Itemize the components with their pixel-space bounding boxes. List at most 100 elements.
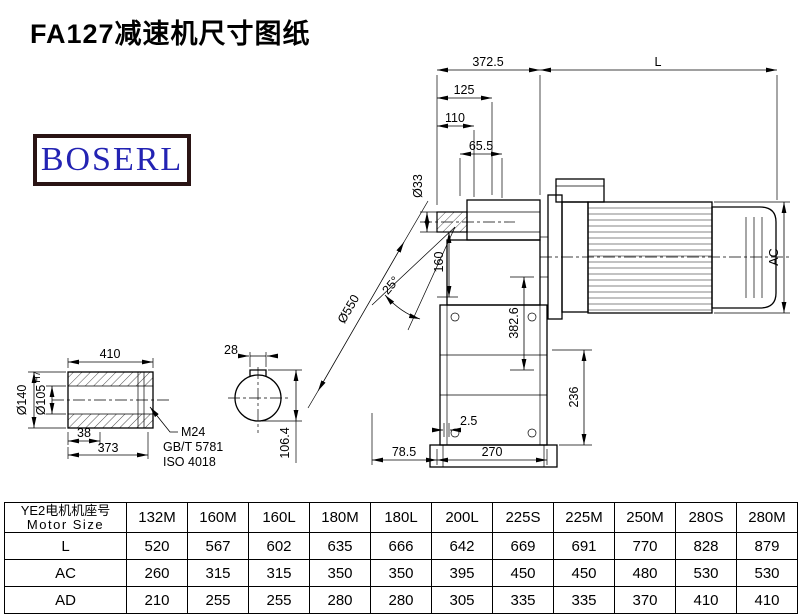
dim-label-125: 125 (454, 83, 475, 97)
table-header-row: YE2电机机座号 Motor Size 132M 160M 160L 180M … (4, 502, 798, 533)
cell: 335 (492, 586, 554, 614)
dim-label-65-5: 65.5 (469, 139, 493, 153)
dim-label-AC: AC (767, 248, 781, 265)
cell: 602 (248, 532, 310, 560)
column-header: 132M (126, 502, 188, 533)
dim-label-106-4: 106.4 (278, 427, 292, 458)
cell: 280 (370, 586, 432, 614)
cell: 395 (431, 559, 493, 587)
table-row-AC: AC 260 315 315 350 350 395 450 450 480 5… (4, 559, 798, 587)
motor-size-table: YE2电机机座号 Motor Size 132M 160M 160L 180M … (4, 502, 798, 614)
dim-label-372-5: 372.5 (472, 55, 503, 69)
table-row-AD: AD 210 255 255 280 280 305 335 335 370 4… (4, 586, 798, 614)
cell: 350 (370, 559, 432, 587)
cell: 480 (614, 559, 676, 587)
dim-label-382-6: 382.6 (507, 307, 521, 338)
dimension-drawing: 372.5 L 125 110 65.5 Ø33 160 25° (15, 55, 790, 469)
cell: 260 (126, 559, 188, 587)
cell: 642 (431, 532, 493, 560)
cell: 335 (553, 586, 615, 614)
column-header: 200L (431, 502, 493, 533)
boserl-logo: BOSERL (33, 134, 191, 186)
row-label: AD (4, 586, 127, 614)
cell: 410 (736, 586, 798, 614)
dim-label-2-5: 2.5 (460, 414, 477, 428)
cell: 280 (309, 586, 371, 614)
column-header: 280S (675, 502, 737, 533)
callout-standard-gb: GB/T 5781 (163, 440, 223, 454)
header-en: Motor Size (26, 516, 105, 532)
callout-standard-iso: ISO 4018 (163, 455, 216, 469)
column-header: 225M (553, 502, 615, 533)
dim-label-236: 236 (567, 387, 581, 408)
column-header: 225S (492, 502, 554, 533)
cell: 305 (431, 586, 493, 614)
cell: 450 (553, 559, 615, 587)
page-title: FA127减速机尺寸图纸 (30, 19, 311, 49)
motor-size-header-cell: YE2电机机座号 Motor Size (4, 502, 127, 533)
hollow-shaft-detail: 410 Ø140 Ø105 H7 38 373 M24 GB/T 5781 IS… (15, 347, 223, 469)
cell: 450 (492, 559, 554, 587)
column-header: 180L (370, 502, 432, 533)
boserl-logo-text: BOSERL (40, 141, 184, 178)
table-row-L: L 520 567 602 635 666 642 669 691 770 82… (4, 532, 798, 560)
bore-section-circle (234, 374, 282, 422)
cell: 255 (248, 586, 310, 614)
dim-label-28: 28 (224, 343, 238, 357)
bolt-hole (450, 312, 460, 322)
cell: 410 (675, 586, 737, 614)
cell: 530 (675, 559, 737, 587)
bearing-boss (466, 199, 541, 241)
shaft-section-detail: 28 106.4 (224, 343, 302, 463)
column-header: 250M (614, 502, 676, 533)
cell: 669 (492, 532, 554, 560)
cell: 567 (187, 532, 249, 560)
housing-foot-flange (429, 444, 558, 468)
dim-label-78-5: 78.5 (392, 445, 416, 459)
cell: 691 (553, 532, 615, 560)
column-header: 160L (248, 502, 310, 533)
cell: 315 (248, 559, 310, 587)
row-label: L (4, 532, 127, 560)
motor-side-view (540, 178, 790, 320)
header-cn: YE2电机机座号 (20, 502, 111, 518)
dim-label-dia33: Ø33 (411, 174, 425, 198)
motor-body-fins (587, 201, 713, 314)
cell: 828 (675, 532, 737, 560)
dim-label-dia140: Ø140 (15, 385, 29, 416)
dim-label-L: L (655, 55, 662, 69)
cell: 350 (309, 559, 371, 587)
cell: 666 (370, 532, 432, 560)
dim-label-110: 110 (445, 111, 465, 125)
cell: 315 (187, 559, 249, 587)
output-shaft-stub (436, 211, 468, 233)
dim-label-410: 410 (100, 347, 121, 361)
hollow-shaft-section (67, 371, 154, 429)
keyway (249, 369, 267, 377)
gearbox-side-view (420, 199, 558, 468)
cell: 879 (736, 532, 798, 560)
cell: 210 (126, 586, 188, 614)
main-view-dimensions: 372.5 L 125 110 65.5 Ø33 160 25° (307, 55, 790, 465)
dim-label-270: 270 (482, 445, 503, 459)
column-header: 280M (736, 502, 798, 533)
fan-cover (711, 206, 777, 309)
housing-main (439, 304, 548, 446)
bolt-hole (527, 312, 537, 322)
dim-label-38: 38 (77, 426, 91, 440)
dim-label-dia105: Ø105 (34, 385, 48, 416)
dim-label-dia105-tolerance: H7 (32, 371, 42, 383)
cell: 370 (614, 586, 676, 614)
column-header: 180M (309, 502, 371, 533)
dim-label-373: 373 (98, 441, 119, 455)
cell: 530 (736, 559, 798, 587)
cell: 770 (614, 532, 676, 560)
cell: 520 (126, 532, 188, 560)
cell: 635 (309, 532, 371, 560)
column-header: 160M (187, 502, 249, 533)
bolt-hole (527, 428, 537, 438)
row-label: AC (4, 559, 127, 587)
cell: 255 (187, 586, 249, 614)
terminal-box (555, 178, 605, 203)
housing-upper (446, 239, 541, 306)
